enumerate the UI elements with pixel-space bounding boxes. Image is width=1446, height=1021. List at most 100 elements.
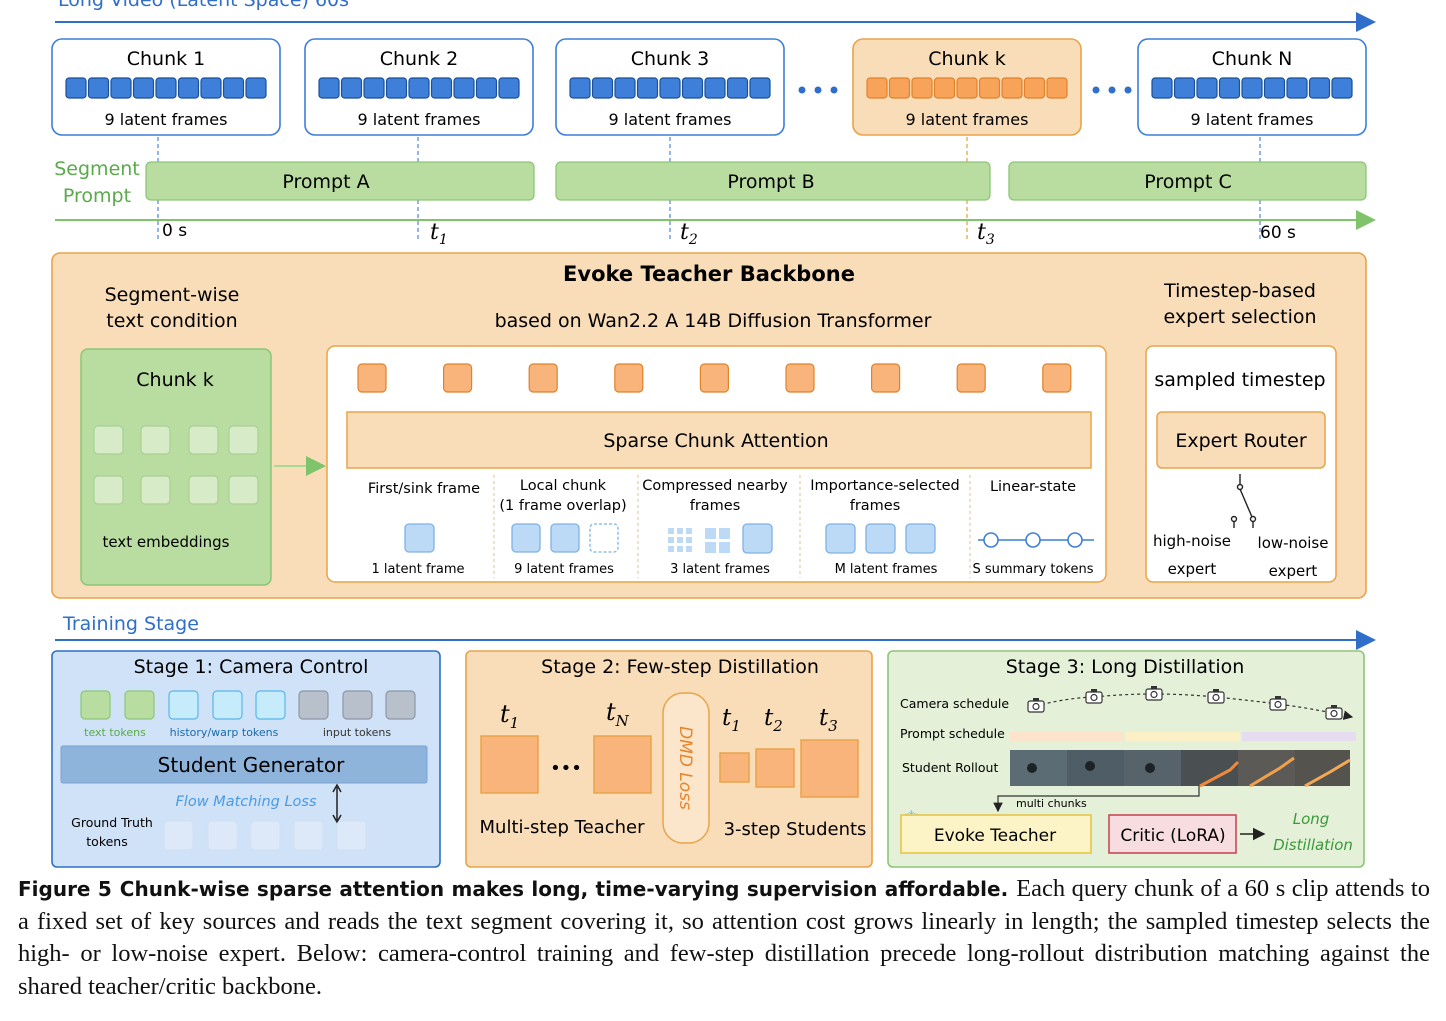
segment-label-2: Prompt <box>63 185 131 207</box>
switch-icon <box>1230 474 1257 528</box>
query-token <box>1042 363 1072 393</box>
query-token <box>956 363 986 393</box>
latent-frame <box>453 77 475 99</box>
input-tokens-label: input tokens <box>323 726 392 739</box>
latent-frame <box>978 77 1001 99</box>
latent-frame <box>933 77 956 99</box>
svg-text:Chunk 1: Chunk 1 <box>127 48 206 70</box>
svg-text:tN: tN <box>606 698 630 730</box>
student-step-1 <box>719 752 750 783</box>
right-title-1: Timestep-based <box>1163 280 1316 302</box>
camera-icon <box>1085 689 1103 704</box>
teacher-label: Multi-step Teacher <box>480 817 646 838</box>
stage3-title: Stage 3: Long Distillation <box>1006 656 1245 678</box>
svg-text:M latent frames: M latent frames <box>835 562 938 577</box>
svg-text:9 latent frames: 9 latent frames <box>514 562 614 577</box>
svg-text:expert: expert <box>1168 560 1217 578</box>
source-dividers <box>493 475 971 578</box>
svg-text:First/sink frame: First/sink frame <box>368 481 480 497</box>
timeline-title: Long Video (Latent Space) 60s <box>58 0 349 11</box>
text-embedding-token <box>228 425 259 455</box>
teacher-ellipsis: ••• <box>550 758 582 779</box>
svg-text:Prompt C: Prompt C <box>1144 171 1231 193</box>
text-embedding-token <box>140 475 171 505</box>
latent-frame <box>911 77 933 99</box>
stage1-tokens <box>80 690 416 720</box>
latent-frame <box>155 77 177 99</box>
prompt-a: Prompt A <box>145 161 535 201</box>
query-token <box>699 363 730 393</box>
sampled-timestep-label: sampled timestep <box>1154 369 1325 391</box>
latent-frame <box>1046 77 1068 99</box>
latent-frame <box>318 77 340 99</box>
prompt-c: Prompt C <box>1008 161 1367 201</box>
left-title-2: text condition <box>106 310 237 332</box>
caption-bold: Chunk-wise sparse attention makes long, … <box>119 877 1009 901</box>
flow-matching-loss: Flow Matching Loss <box>175 794 316 810</box>
svg-text:(1 frame overlap): (1 frame overlap) <box>499 498 626 514</box>
query-token <box>357 363 387 393</box>
stage2-timesteps: t1 tN t1 t2 t3 <box>500 698 838 735</box>
long-distillation-label-2: Distillation <box>1273 836 1353 854</box>
critic-label: Critic (LoRA) <box>1120 826 1225 846</box>
query-token <box>443 363 473 393</box>
svg-text:1 latent frame: 1 latent frame <box>371 562 464 577</box>
latent-frame <box>888 77 911 99</box>
svg-text:low-noise: low-noise <box>1258 534 1329 552</box>
svg-text:Linear-state: Linear-state <box>990 479 1076 495</box>
latent-frame <box>1196 77 1218 99</box>
svg-text:high-noise: high-noise <box>1153 532 1231 550</box>
latent-frame <box>749 77 771 99</box>
query-token <box>870 363 901 393</box>
ground-truth-label-1: Ground Truth <box>71 815 153 830</box>
text-condition-chunk-label: Chunk k <box>136 369 213 391</box>
multi-chunks-label: multi chunks <box>1016 797 1087 810</box>
latent-frame <box>475 77 498 99</box>
time-start: 0 s <box>162 221 187 241</box>
student-step-3 <box>800 739 859 798</box>
query-token <box>528 363 558 393</box>
latent-frame <box>110 77 132 99</box>
loss-arrow <box>332 783 342 824</box>
student-rollout-label: Student Rollout <box>902 760 998 775</box>
time-ticks: t1 t2 t3 <box>430 220 995 248</box>
svg-text:frames: frames <box>850 498 901 514</box>
latent-frame <box>1218 77 1241 99</box>
svg-text:9 latent frames: 9 latent frames <box>105 110 228 129</box>
latent-frame <box>65 77 87 99</box>
text-embeddings-label: text embeddings <box>102 533 229 551</box>
query-token <box>785 363 815 393</box>
latent-frame <box>681 77 704 99</box>
svg-text:t1: t1 <box>500 700 519 732</box>
svg-text:t2: t2 <box>764 705 783 735</box>
time-end: 60 s <box>1260 223 1296 243</box>
sparse-attention-label: Sparse Chunk Attention <box>603 430 828 452</box>
latent-frame <box>1308 77 1331 99</box>
sparse-attention-bar <box>346 411 1092 469</box>
latent-frame <box>1173 77 1196 99</box>
segment-label-1: Segment <box>54 158 140 180</box>
svg-text:9 latent frames: 9 latent frames <box>609 110 732 129</box>
chunk-box-5: Chunk N9 latent frames <box>1137 38 1367 136</box>
key-source-titles: First/sink frame Local chunk (1 frame ov… <box>368 478 1076 514</box>
latent-frame <box>1023 77 1046 99</box>
svg-text:S summary tokens: S summary tokens <box>973 562 1094 577</box>
svg-text:Chunk k: Chunk k <box>928 48 1005 70</box>
text-embedding-token <box>140 425 171 455</box>
camera-icon <box>1207 689 1225 704</box>
camera-icon <box>1269 696 1287 711</box>
dmd-loss-label: DMD Loss <box>675 726 695 810</box>
latent-frame <box>498 77 520 99</box>
expert-router-label: Expert Router <box>1175 430 1306 452</box>
latent-frame <box>636 77 659 99</box>
latent-frame <box>591 77 614 99</box>
svg-text:3 latent frames: 3 latent frames <box>670 562 770 577</box>
latent-frame <box>245 77 267 99</box>
text-embedding-grid <box>93 425 259 505</box>
caption-label: Figure 5 <box>18 877 112 901</box>
key-source-counts: 1 latent frame 9 latent frames 3 latent … <box>371 562 1093 577</box>
latent-frame <box>132 77 155 99</box>
latent-frame <box>866 77 888 99</box>
query-token-row <box>357 363 1072 393</box>
chunk-box-4: Chunk k9 latent frames <box>852 38 1082 136</box>
